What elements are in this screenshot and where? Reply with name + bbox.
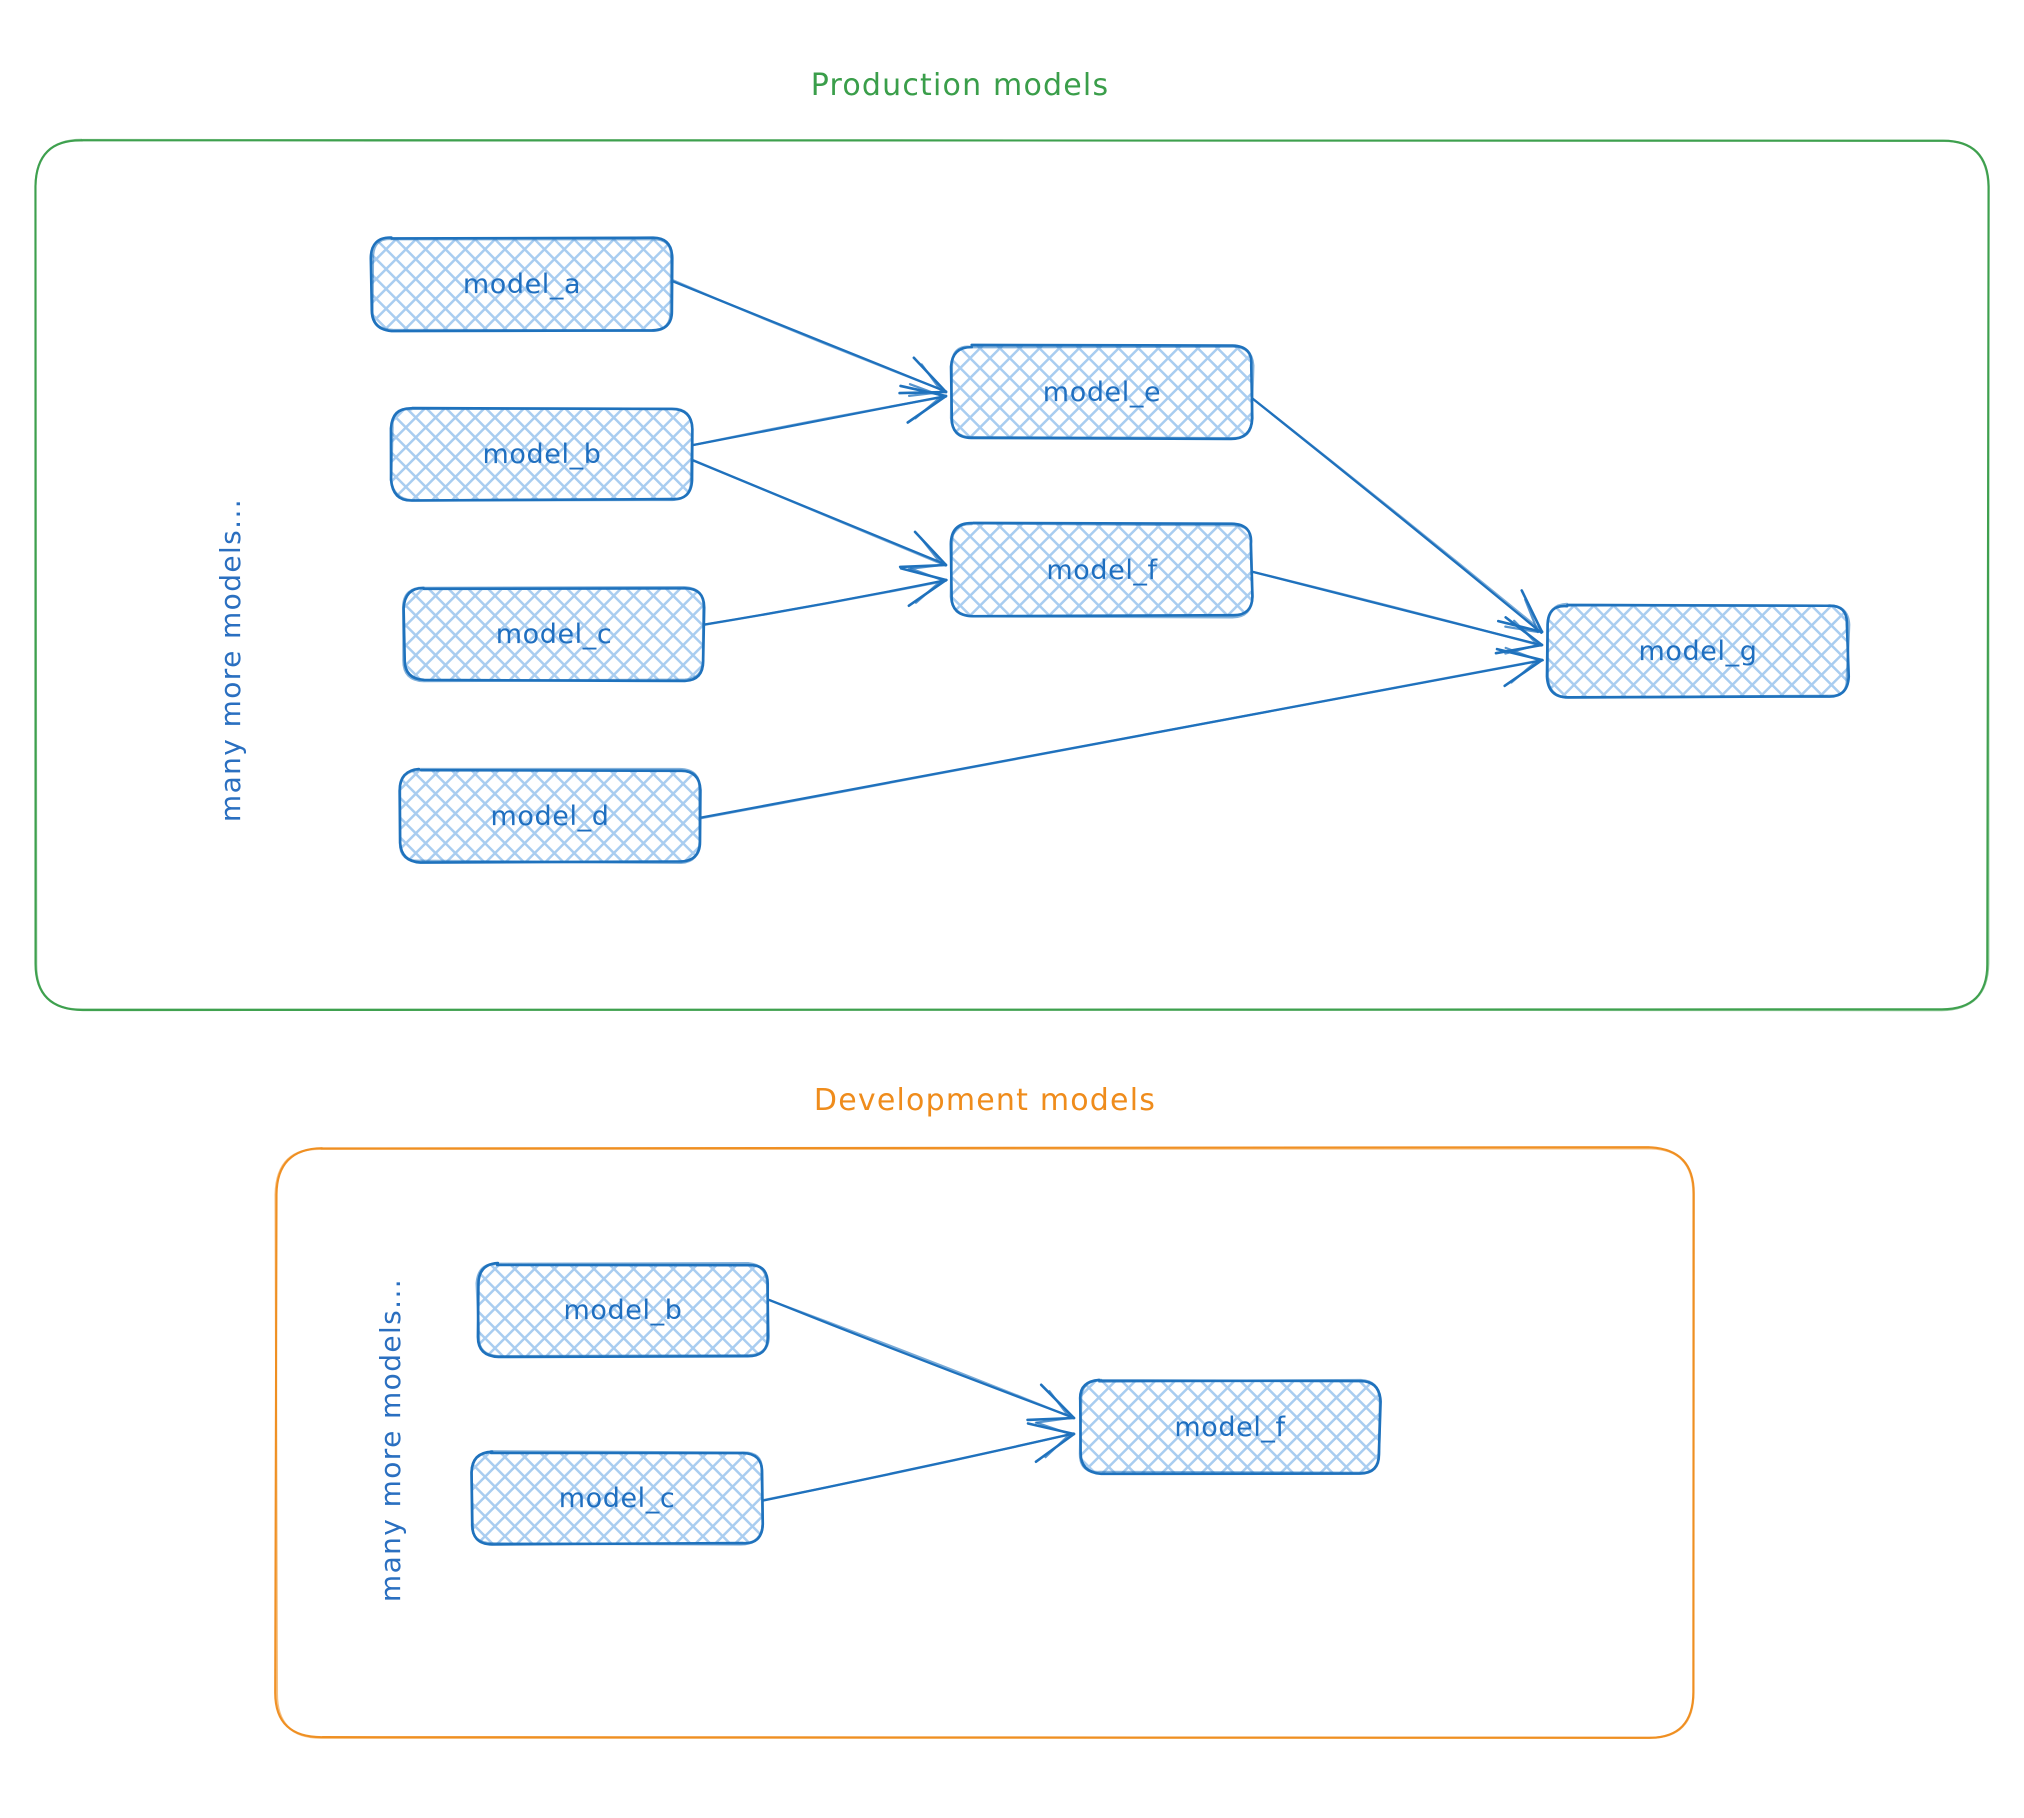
node-border xyxy=(949,345,1255,440)
edge-a-to-e xyxy=(670,278,948,398)
node-label: model_f xyxy=(1174,1412,1286,1443)
arrowhead-stroke xyxy=(919,537,944,567)
node-label: model_b xyxy=(483,439,602,470)
node-border xyxy=(1078,1378,1382,1475)
arrowhead-stroke xyxy=(909,567,944,582)
edge-line xyxy=(699,658,1544,820)
node-fill xyxy=(951,345,1252,439)
node-border xyxy=(470,1450,764,1546)
arrowhead-stroke xyxy=(913,530,948,567)
node-border xyxy=(949,522,1254,619)
group-containers xyxy=(34,138,1990,1739)
node-fill xyxy=(1080,1380,1381,1474)
edge-b-to-e xyxy=(690,383,948,447)
edge-f-to-g xyxy=(1251,570,1544,655)
node-label: model_c xyxy=(496,619,613,650)
text-layer: Production models many more models... Deve… xyxy=(214,68,1156,1602)
side-label-production: many more models... xyxy=(214,498,247,822)
edge-line xyxy=(1250,396,1544,633)
node-fill xyxy=(951,523,1253,617)
node-border xyxy=(1546,602,1851,699)
node-prod_model_c[interactable]: model_c xyxy=(401,586,706,683)
group-border-production xyxy=(34,138,1990,1012)
edge-line xyxy=(703,579,948,626)
node-fill xyxy=(403,587,705,681)
node-border xyxy=(475,1262,771,1358)
edge-line xyxy=(690,458,947,567)
edge-line xyxy=(1251,570,1543,647)
edge-line xyxy=(690,395,948,447)
node-dev_model_c[interactable]: model_c xyxy=(470,1450,765,1546)
side-label-development: many more models... xyxy=(374,1278,407,1602)
node-fill xyxy=(399,769,701,862)
arrowhead-stroke xyxy=(1035,1421,1072,1436)
node-prod_model_f[interactable]: model_f xyxy=(949,521,1254,619)
edge-c-to-f xyxy=(703,567,948,626)
arrowhead-stroke xyxy=(907,563,944,571)
edge-d-to-g xyxy=(698,646,1544,820)
node-prod_model_e[interactable]: model_e xyxy=(949,343,1255,441)
edge-line xyxy=(766,1298,1075,1420)
node-label: model_d xyxy=(491,801,610,832)
edge-dev-b-to-f xyxy=(766,1298,1076,1424)
node-border xyxy=(371,237,673,333)
arrowhead-stroke xyxy=(1510,658,1540,684)
arrowhead-stroke xyxy=(1048,1390,1072,1420)
arrowhead-stroke xyxy=(920,363,944,394)
node-label: model_c xyxy=(559,1483,676,1514)
arrowhead-stroke xyxy=(1520,589,1544,634)
arrowhead-stroke xyxy=(1034,1416,1072,1424)
node-label: model_b xyxy=(564,1295,683,1326)
edge-b-to-f xyxy=(690,458,948,571)
node-label: model_f xyxy=(1046,555,1158,586)
edge-dev-c-to-f xyxy=(760,1421,1076,1502)
node-fill xyxy=(477,1263,769,1357)
node-prod_model_a[interactable]: model_a xyxy=(369,236,674,333)
node-layer: model_a model_b model_c model_d model_emodel… xyxy=(369,236,1851,1546)
node-fill xyxy=(371,237,673,330)
node-border xyxy=(401,586,705,683)
arrowhead-stroke xyxy=(1524,598,1540,634)
edge-line xyxy=(760,1432,1075,1502)
group-border-development xyxy=(274,1146,1695,1739)
edge-line xyxy=(670,278,948,393)
group-title-development: Development models xyxy=(814,1083,1156,1118)
arrowhead-stroke xyxy=(914,394,944,420)
arrowhead-stroke xyxy=(1504,646,1540,662)
group-title-production: Production models xyxy=(811,68,1110,103)
node-prod_model_b[interactable]: model_b xyxy=(389,406,694,502)
node-label: model_g xyxy=(1639,636,1758,667)
arrowhead-stroke xyxy=(914,578,944,604)
arrowhead-stroke xyxy=(1513,619,1540,647)
node-prod_model_g[interactable]: model_g xyxy=(1545,602,1851,699)
node-dev_model_f[interactable]: model_f xyxy=(1078,1378,1382,1476)
node-label: model_e xyxy=(1043,377,1161,408)
arrowhead-stroke xyxy=(1044,1432,1072,1459)
node-label: model_a xyxy=(463,269,581,300)
group-container-development xyxy=(274,1146,1695,1739)
group-container-production xyxy=(34,138,1990,1012)
group-border-development xyxy=(274,1147,1695,1739)
node-fill xyxy=(471,1451,763,1545)
node-fill xyxy=(391,407,693,501)
node-dev_model_b[interactable]: model_b xyxy=(475,1261,771,1359)
edge-e-to-g xyxy=(1250,396,1544,634)
node-fill xyxy=(1547,604,1849,698)
node-prod_model_d[interactable]: model_d xyxy=(398,767,702,865)
arrowhead-stroke xyxy=(908,383,944,398)
node-border xyxy=(389,407,694,502)
edge-layer xyxy=(670,278,1544,1502)
node-border xyxy=(398,767,702,865)
